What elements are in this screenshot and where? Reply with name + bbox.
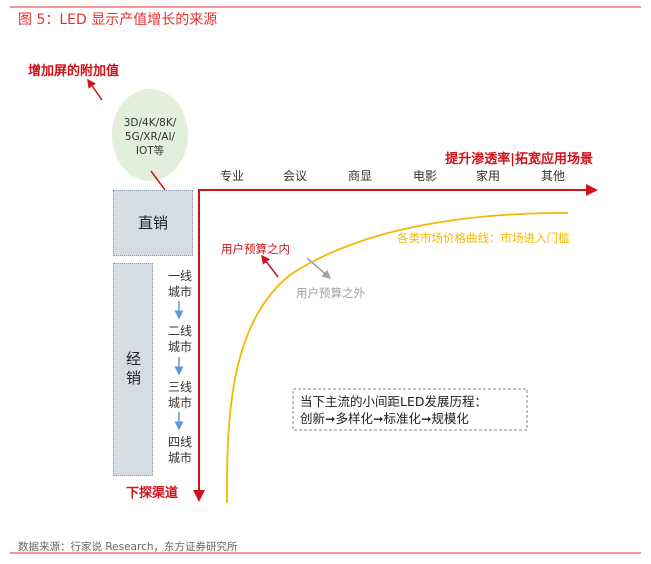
circle-line: IOT等 xyxy=(135,145,165,157)
process-box-border xyxy=(292,388,528,431)
category-label: 商显 xyxy=(347,169,373,183)
distribution-label: 经销 xyxy=(126,350,142,387)
within-budget-arrow xyxy=(261,254,279,278)
x-axis-title: 提升渗透率|拓宽应用场景 xyxy=(445,152,593,167)
category-label: 家用 xyxy=(475,169,501,183)
direct-sales-box: 直销 xyxy=(113,190,193,256)
category-label: 电影 xyxy=(412,169,438,183)
figure-title: 图 5：LED 显示产值增长的来源 xyxy=(18,12,218,28)
city-tier-1: 一线城市 xyxy=(167,269,192,299)
price-curve xyxy=(226,212,568,504)
city-tier-3: 三线城市 xyxy=(167,380,192,410)
circle-connector xyxy=(150,170,166,191)
curve-label: 各类市场价格曲线：市场进入门槛 xyxy=(397,231,570,245)
category-label: 会议 xyxy=(282,169,308,183)
circle-line: 3D/4K/8K/ xyxy=(123,117,177,129)
process-line-1: 当下主流的小间距LED发展历程： xyxy=(300,394,487,409)
category-label: 其他 xyxy=(540,169,566,183)
source-note: 数据来源：行家说 Research，东方证券研究所 xyxy=(18,541,238,553)
category-label: 专业 xyxy=(219,169,245,183)
circle-line: 5G/XR/AI/ xyxy=(124,131,176,143)
direct-sales-label: 直销 xyxy=(137,214,168,232)
city-tier-2: 二线城市 xyxy=(167,324,192,354)
process-box: 当下主流的小间距LED发展历程： 创新➞多样化➞标准化➞规模化 xyxy=(300,393,487,427)
value-arrow xyxy=(87,78,103,101)
process-line-2: 创新➞多样化➞标准化➞规模化 xyxy=(300,411,469,426)
circle-text: 3D/4K/8K/ 5G/XR/AI/ IOT等 xyxy=(112,116,188,158)
city-tier-4: 四线城市 xyxy=(167,435,192,465)
within-budget-label: 用户预算之内 xyxy=(221,242,290,256)
distribution-box: 经销 xyxy=(113,263,153,476)
y-axis-title: 下探渠道 xyxy=(126,486,179,501)
added-value-label: 增加屏的附加值 xyxy=(28,64,120,79)
outside-budget-label: 用户预算之外 xyxy=(296,286,365,300)
outside-budget-arrow xyxy=(306,257,332,279)
value-add-circle xyxy=(112,89,188,181)
